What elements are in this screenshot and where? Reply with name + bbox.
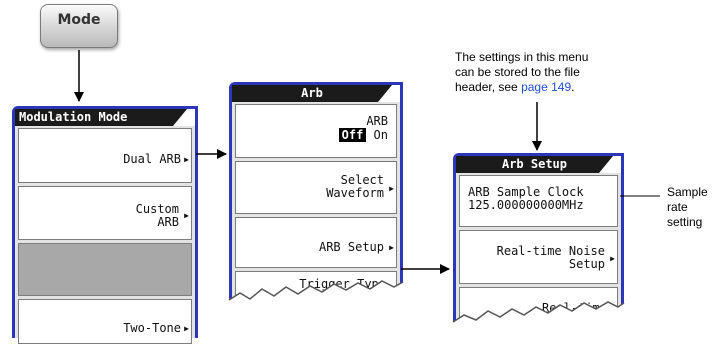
submenu-arrow-icon: ▶ (610, 254, 615, 263)
dual-arb-label: Dual ARB (123, 152, 181, 166)
realtime-noise-line2: Setup (568, 257, 605, 271)
arb-setup-title: Arb Setup (456, 156, 613, 173)
settings-note-line3: header, see (455, 80, 522, 94)
mode-hardkey[interactable]: Mode (40, 4, 118, 48)
submenu-arrow-icon: ▶ (184, 211, 189, 220)
custom-arb-label: Custom ARB (135, 202, 179, 229)
realtime-noise-line1: Real-time Noise (496, 244, 605, 258)
arb-on-off-softkey[interactable]: ARB Off On (235, 104, 397, 158)
select-waveform-line2: Waveform (326, 186, 384, 200)
sample-clock-value: 125.000000000MHz (468, 198, 584, 212)
two-tone-label: Two-Tone (123, 321, 181, 335)
submenu-arrow-icon: ▶ (389, 184, 394, 193)
modulation-mode-menu: Modulation Mode Dual ARB ▶ Custom ARB ▶ … (12, 106, 198, 344)
arb-off-state: Off (338, 128, 367, 142)
sample-clock-label: ARB Sample Clock (468, 185, 584, 199)
settings-note-line2: can be stored to the file (455, 65, 580, 79)
arb-setup-softkey[interactable]: ARB Setup ▶ (235, 217, 397, 268)
sample-rate-line3: setting (667, 215, 703, 229)
sample-rate-line1: Sample (667, 185, 708, 199)
arb-setup-menu: Arb Setup ARB Sample Clock 125.000000000… (453, 153, 624, 331)
settings-note-line1: The settings in this menu (455, 50, 589, 64)
two-tone-softkey[interactable]: Two-Tone ▶ (18, 299, 192, 344)
arb-on-state: On (373, 128, 388, 142)
submenu-arrow-icon: ▶ (184, 324, 189, 333)
arb-sample-clock-softkey[interactable]: ARB Sample Clock 125.000000000MHz (459, 175, 618, 227)
arb-menu-title: Arb (232, 85, 392, 102)
submenu-arrow-icon: ▶ (184, 155, 189, 164)
sample-rate-line2: rate (667, 200, 688, 214)
arb-setup-torn-edge (453, 302, 624, 338)
arb-toggle-label: ARB (366, 114, 388, 128)
custom-arb-softkey[interactable]: Custom ARB ▶ (18, 186, 192, 240)
modulation-mode-title: Modulation Mode (15, 109, 187, 126)
select-waveform-softkey[interactable]: Select Waveform ▶ (235, 161, 397, 214)
settings-note: The settings in this menu can be stored … (455, 50, 655, 95)
dual-arb-softkey[interactable]: Dual ARB ▶ (18, 128, 192, 183)
page-link[interactable]: page 149 (521, 80, 572, 94)
sample-rate-note: Sample rate setting (667, 185, 708, 230)
realtime-noise-setup-softkey[interactable]: Real-time Noise Setup ▶ (459, 230, 618, 284)
select-waveform-line1: Select (340, 173, 384, 187)
arb-setup-label: ARB Setup (318, 240, 384, 254)
mode-hardkey-label: Mode (57, 12, 101, 28)
submenu-arrow-icon: ▶ (389, 243, 394, 252)
blank-softkey (18, 243, 192, 296)
